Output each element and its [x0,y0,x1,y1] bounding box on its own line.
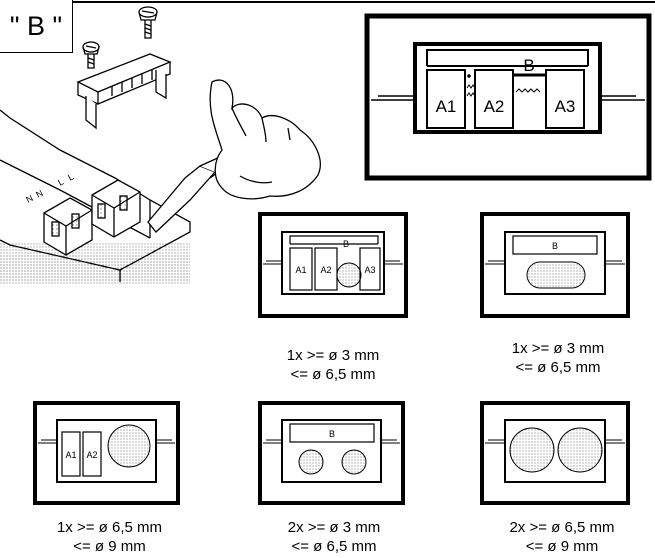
caption-line: 1x >= ø 3 mm [286,347,380,364]
caption-line: <= ø 6,5 mm [291,538,377,555]
caption-line: <= ø 6,5 mm [290,366,376,383]
cable-clamp-bar [76,53,172,130]
caption-line: <= ø 9 mm [525,538,599,555]
option-diagram [480,401,630,505]
caption-line: 1x >= ø 3 mm [511,340,605,357]
option-cover-label: B [343,239,349,249]
terminal-mark: L [56,177,65,188]
option-cover-label: B [329,429,335,439]
screw-icon [138,6,158,39]
option-diagram [480,212,630,318]
option-slot-label: A2 [86,450,97,460]
caption-line: <= ø 9 mm [73,538,146,555]
caption-line: 2x >= ø 3 mm [287,519,381,536]
option-diagram [258,401,405,505]
option-slot-label: A1 [295,265,306,275]
caption-line: 1x >= ø 6,5 mm [56,519,163,536]
main-slot-label: A2 [484,97,505,116]
terminal-block [91,179,141,238]
option-caption: 1x >= ø 3 mm <= ø 6,5 mm [253,346,413,384]
caption-line: 2x >= ø 6,5 mm [509,519,615,536]
terminal-mark: N [34,188,44,200]
hand-icon [209,79,321,200]
option-diagram [258,212,408,318]
option-cover-label: B [552,241,558,251]
main-detail [364,13,652,181]
device-illustration [0,6,321,285]
screw-icon [82,41,100,69]
main-slot-label: A1 [436,97,457,116]
terminal-mark: N [24,193,34,205]
option-slot-label: A1 [65,450,76,460]
main-cover-label: B [523,56,534,75]
caption-line: <= ø 6,5 mm [515,359,601,376]
option-caption: 2x >= ø 6,5 mm <= ø 9 mm [477,518,647,556]
option-caption: 2x >= ø 3 mm <= ø 6,5 mm [254,518,414,556]
variant-label: " B " [0,0,73,53]
option-caption: 1x >= ø 3 mm <= ø 6,5 mm [478,339,638,377]
option-diagram [33,401,180,505]
option-caption: 1x >= ø 6,5 mm <= ø 9 mm [22,518,197,556]
terminal-block [43,197,93,256]
terminal-marks: N N L L [24,172,75,205]
terminal-mark: L [66,172,75,183]
main-slot-label: A3 [555,97,576,116]
option-slot-label: A2 [320,265,331,275]
option-slot-label: A3 [364,265,375,275]
